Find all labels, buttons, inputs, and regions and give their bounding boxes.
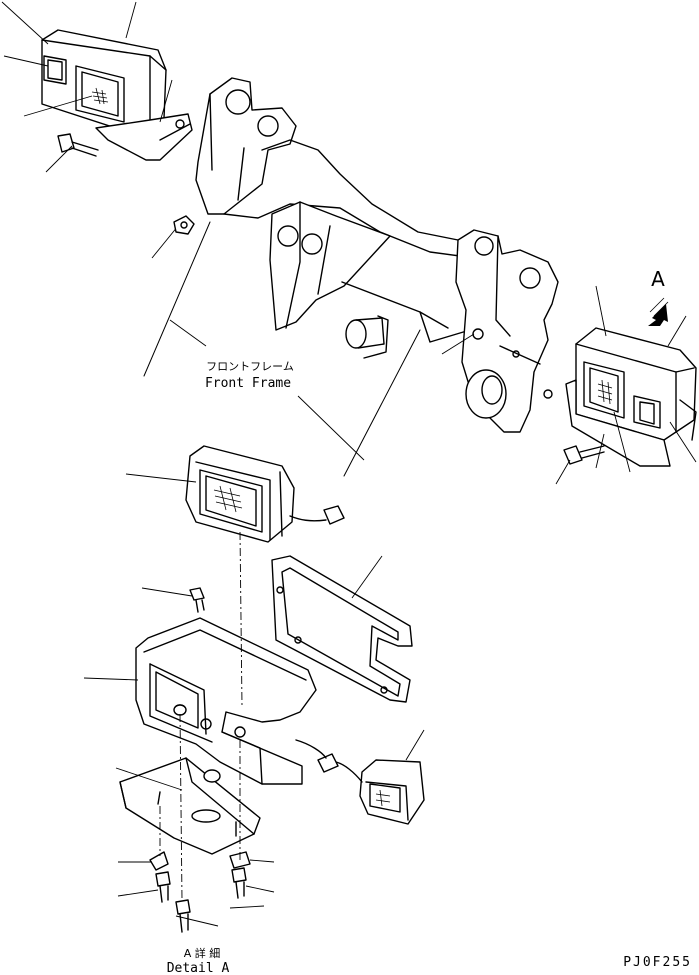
detail-label-ja: A 詳 細: [184, 946, 221, 960]
left-work-lamp: [41, 29, 193, 161]
detail-large-lamp: [185, 445, 345, 543]
detail-label-en: Detail A: [167, 961, 230, 975]
leaders-top-left: [1, 1, 179, 259]
front-frame-label-ja: フロントフレーム: [206, 360, 294, 373]
front-frame-label-en: Front Frame: [205, 376, 291, 391]
right-work-lamp: [563, 297, 697, 467]
detail-centre-lines: [159, 531, 243, 901]
front-frame: [143, 77, 559, 477]
detail-fasteners: [149, 587, 251, 933]
leaders-frame: [169, 319, 475, 461]
detail-gasket: [271, 555, 413, 703]
detail-small-lamp: [295, 739, 425, 825]
drawing-code: PJ0F255: [623, 955, 692, 970]
detail-housing: [135, 617, 317, 785]
detail-bracket: [119, 757, 261, 855]
leaders-detail: [83, 473, 425, 927]
view-letter-a: A: [651, 267, 665, 291]
leaders-right: [555, 285, 697, 485]
